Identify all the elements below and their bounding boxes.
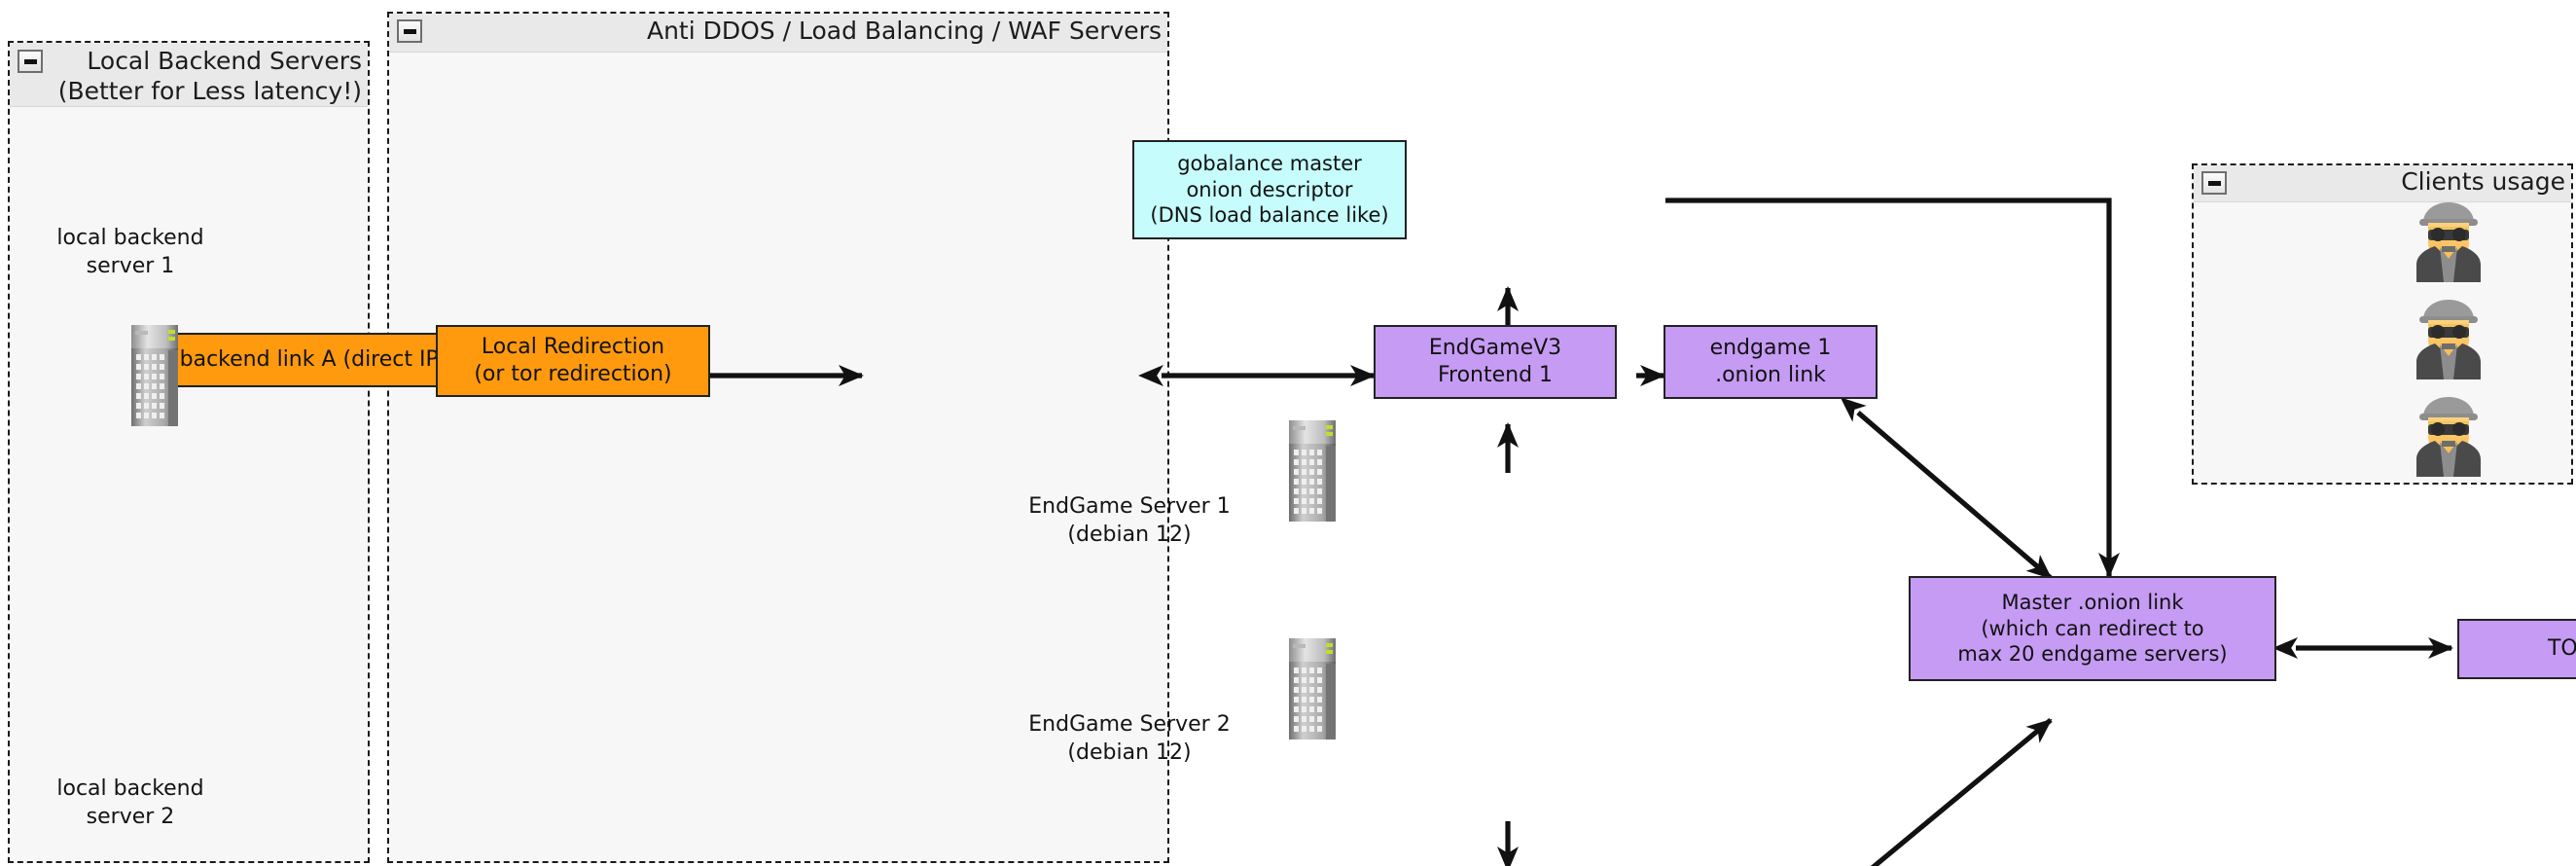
- package-clients-usage[interactable]: Clients usage: [2192, 163, 2573, 485]
- node-endgamev3-frontend-1[interactable]: EndGameV3 Frontend 1: [1374, 325, 1617, 399]
- node-local-redirection-1[interactable]: Local Redirection (or tor redirection): [436, 325, 710, 397]
- label-endgame-server-1: EndGame Server 1 (debian 12): [1028, 494, 1231, 548]
- node-tor[interactable]: TOR: [2457, 619, 2576, 679]
- server-tower-icon-endgame-server-1: [1289, 420, 1336, 522]
- server-tower-icon-local-backend-1: [131, 325, 178, 426]
- server-tower-icon-endgame-server-2: [1289, 638, 1336, 740]
- label-local-backend-server-1: local backend server 1: [56, 226, 204, 279]
- wire-endgame-1-to-master-onion: [1840, 397, 2053, 580]
- spy-client-icon-1: [2416, 202, 2481, 282]
- package-title-anti-ddos: Anti DDOS / Load Balancing / WAF Servers: [646, 17, 1162, 45]
- node-gobalance-master-onion-descriptor[interactable]: gobalance master onion descriptor (DNS l…: [1132, 140, 1407, 239]
- package-header-anti-ddos: [389, 14, 1167, 53]
- node-master-onion-link[interactable]: Master .onion link (which can redirect t…: [1909, 576, 2276, 681]
- wire-endgame-2-to-master-onion: [1840, 717, 2053, 866]
- label-local-backend-server-2: local backend server 2: [56, 776, 204, 830]
- package-local-backend-servers[interactable]: Local Backend Servers (Better for Less l…: [8, 41, 370, 863]
- spy-client-icon-2: [2416, 300, 2481, 379]
- minus-icon-local-backend[interactable]: [18, 50, 43, 73]
- node-backend-link-a[interactable]: backend link A (direct IP): [146, 333, 481, 387]
- package-header-local-backend: [10, 43, 368, 107]
- minus-icon-clients-usage[interactable]: [2201, 171, 2227, 195]
- node-endgame-1-onion-link[interactable]: endgame 1 .onion link: [1664, 325, 1878, 399]
- package-anti-ddos-servers[interactable]: Anti DDOS / Load Balancing / WAF Servers: [387, 12, 1169, 863]
- label-endgame-server-2: EndGame Server 2 (debian 12): [1028, 712, 1231, 766]
- minus-icon-anti-ddos[interactable]: [397, 19, 422, 43]
- package-title-clients-usage: Clients usage: [2401, 167, 2565, 196]
- package-title-local-backend: Local Backend Servers (Better for Less l…: [57, 47, 362, 105]
- package-header-clients-usage: [2194, 165, 2571, 202]
- spy-client-icon-3: [2416, 397, 2481, 477]
